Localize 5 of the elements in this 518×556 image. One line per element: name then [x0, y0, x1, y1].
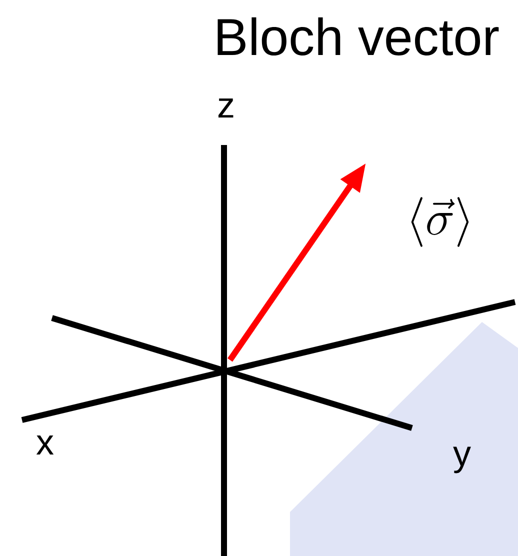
axis-label: y: [453, 446, 471, 474]
vector-label: $\langle\vec{\sigma}\rangle$: [411, 197, 469, 247]
title: Bloch vector: [218, 17, 499, 56]
axis-label: z: [218, 98, 234, 118]
axis-label: x: [36, 435, 54, 454]
